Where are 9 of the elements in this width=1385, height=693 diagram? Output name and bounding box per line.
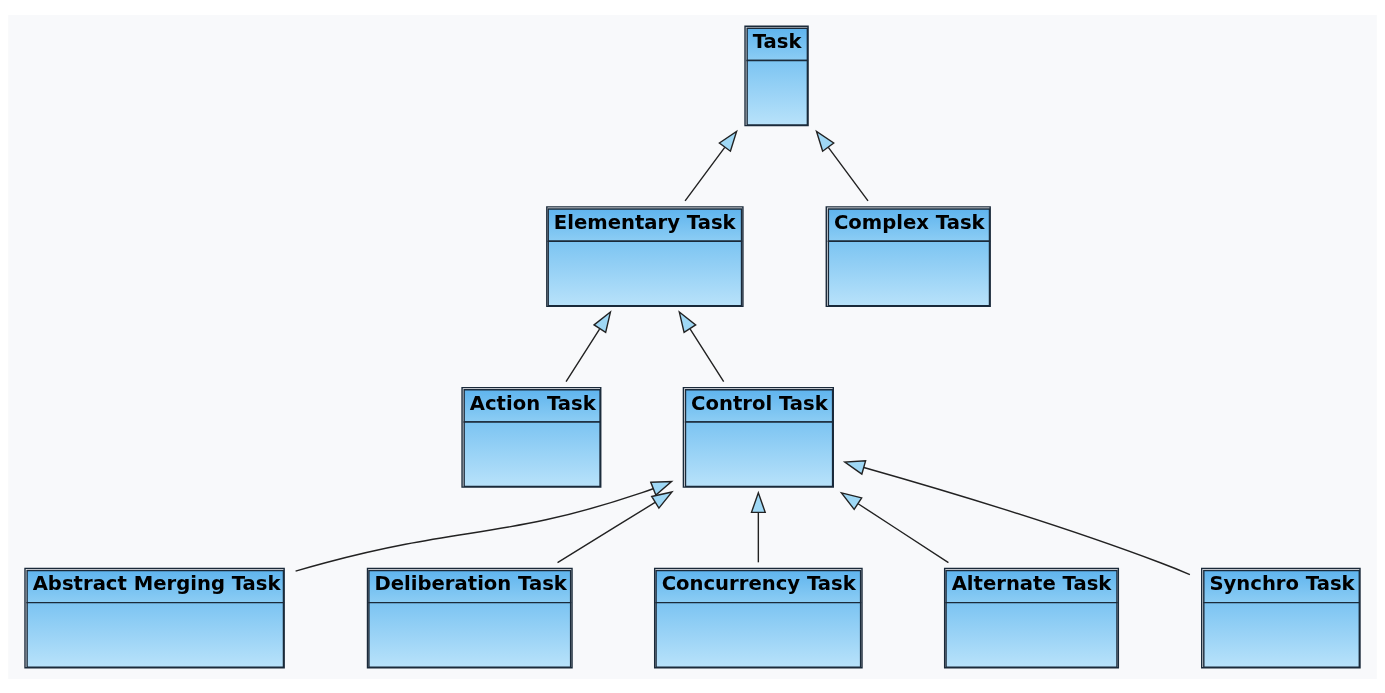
arrow (556, 490, 674, 563)
arrow (815, 129, 869, 202)
arrow (565, 309, 612, 382)
arrow (678, 309, 725, 382)
arrow (684, 129, 738, 202)
arrow (294, 480, 674, 572)
arrow (839, 491, 950, 563)
arrow (842, 459, 1191, 575)
arrow (750, 490, 767, 563)
